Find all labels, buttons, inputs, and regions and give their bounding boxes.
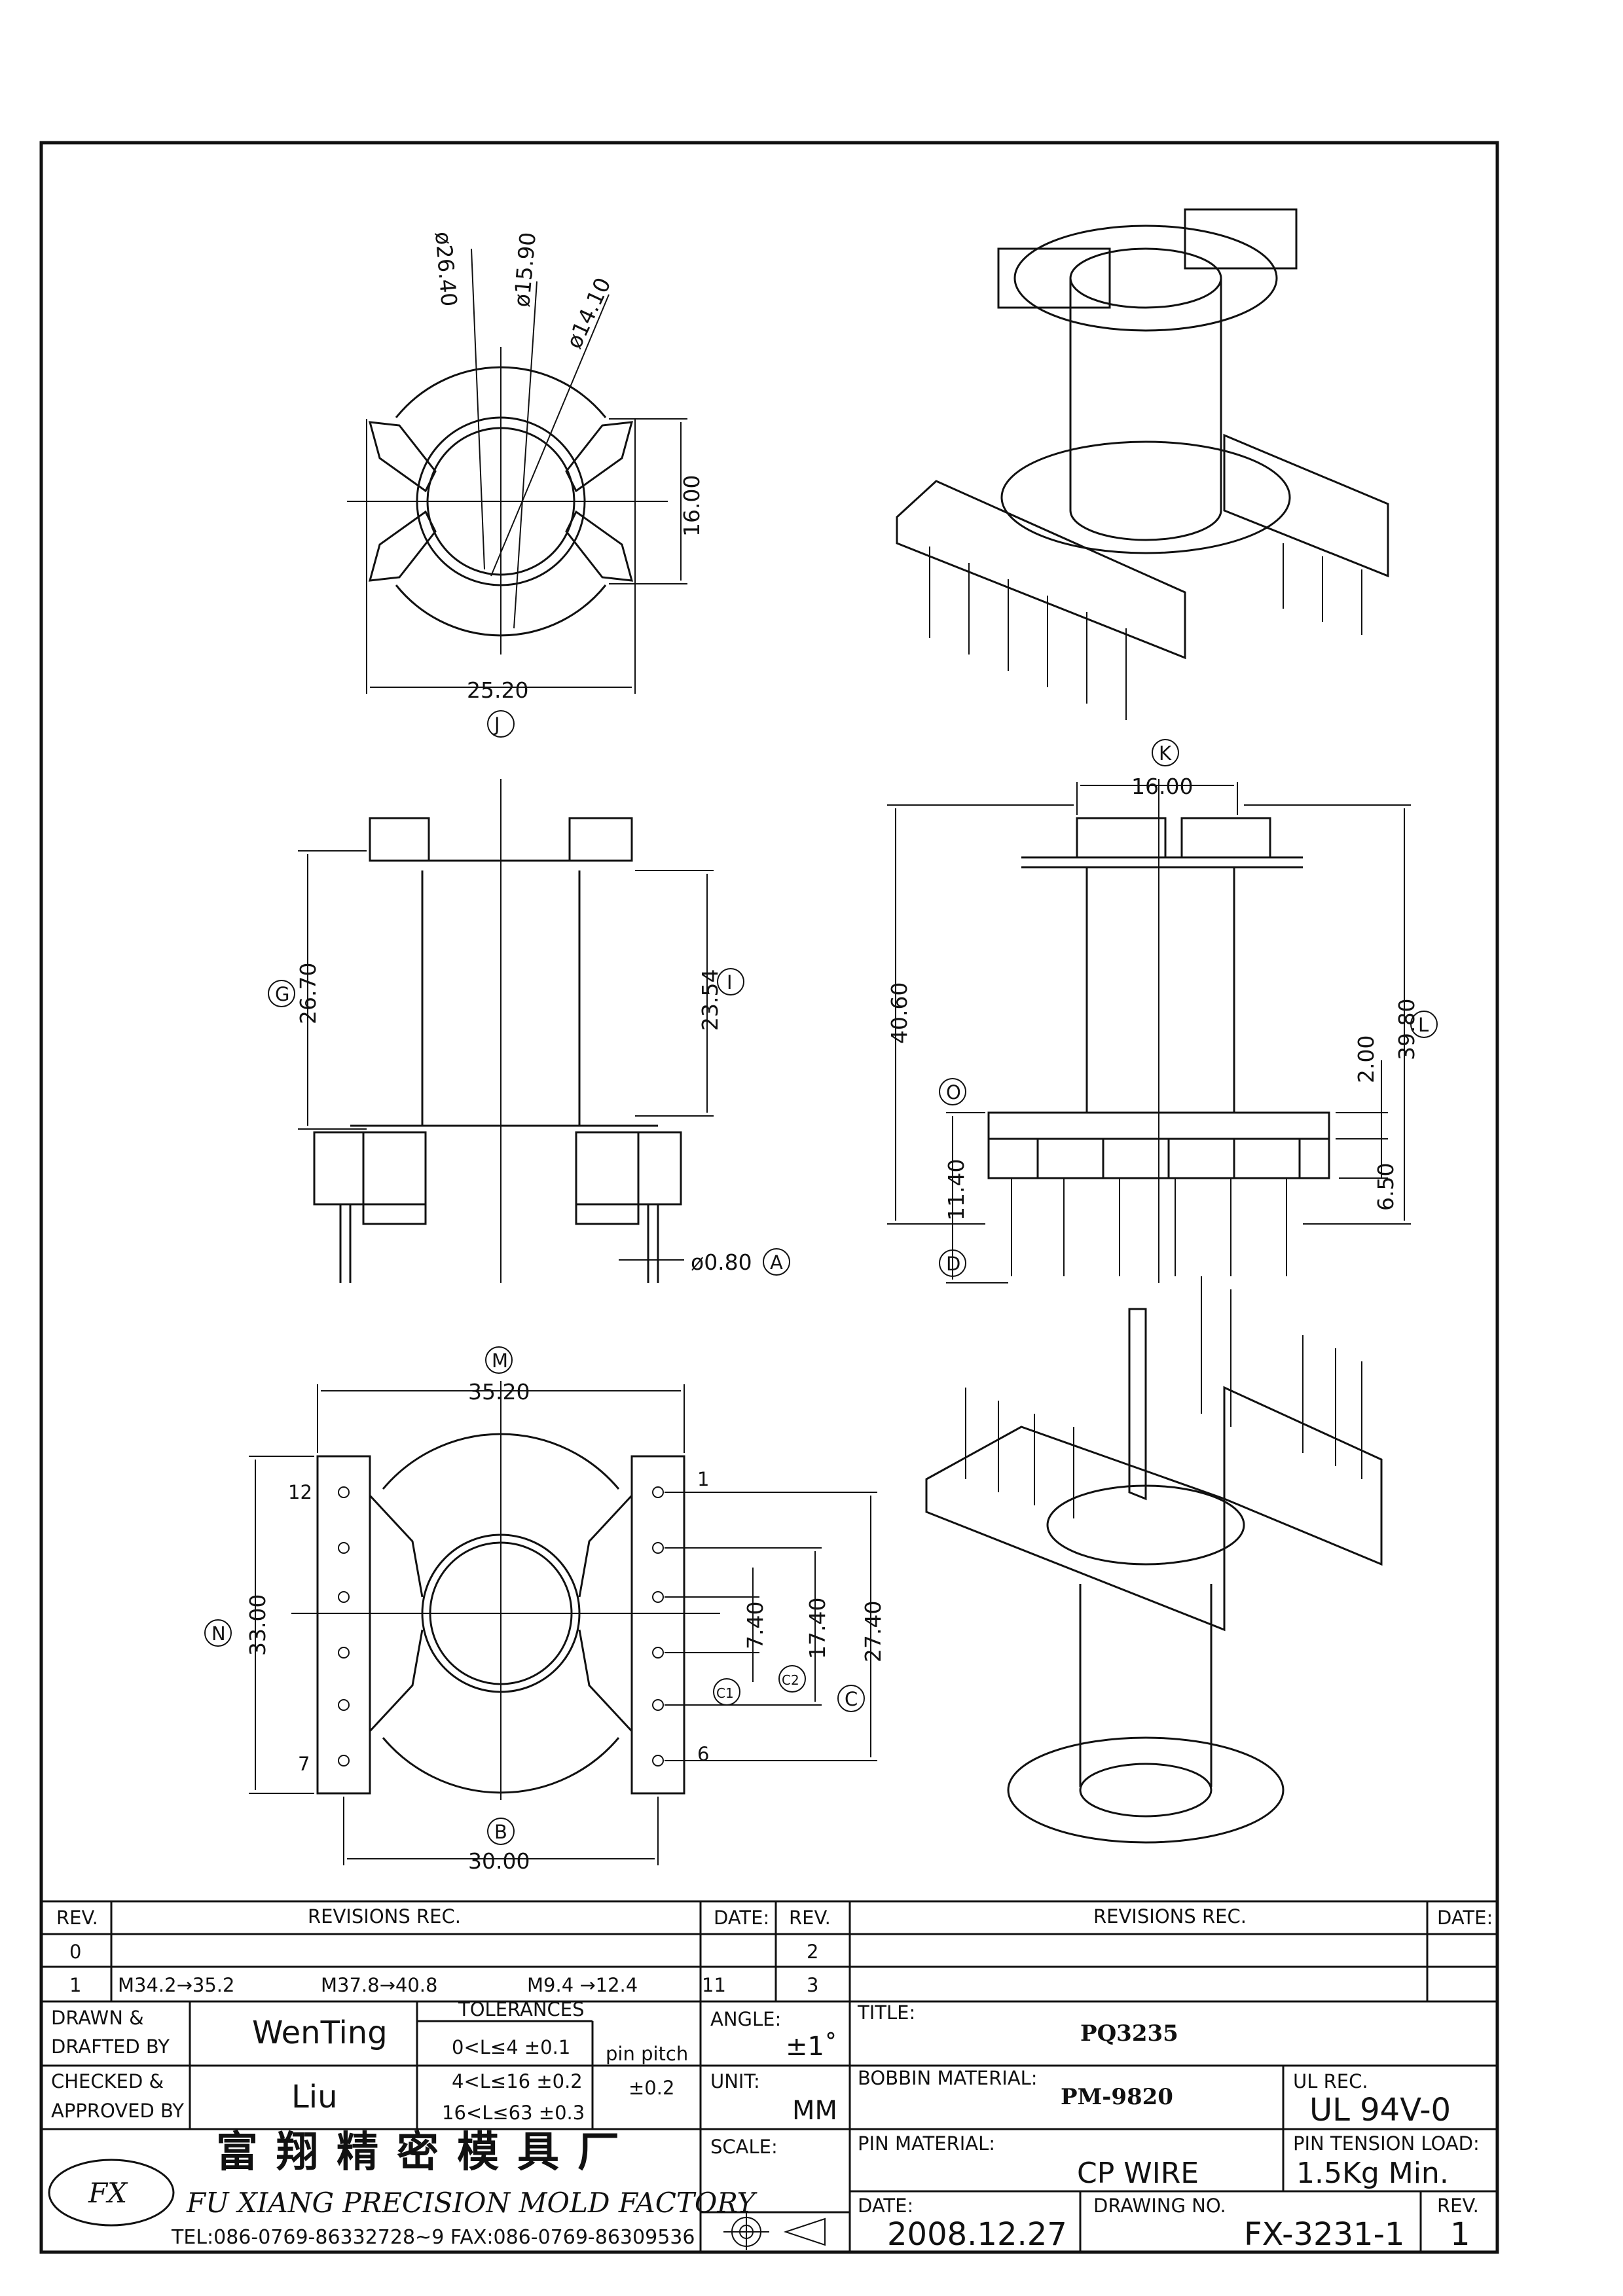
pin-tension-value: 1.5Kg Min. <box>1296 2157 1449 2190</box>
tolerance-3: 16<L≤63 ±0.3 <box>442 2102 585 2124</box>
side-view: 26.70 G 23.54 I ø0.80 A <box>268 779 790 1283</box>
logo-text: FX <box>88 2177 128 2209</box>
drawing-no-value: FX-3231-1 <box>1244 2216 1404 2253</box>
label-g: G <box>275 983 289 1005</box>
label-c: C <box>845 1688 858 1710</box>
label-j: J <box>493 713 500 736</box>
pin-12-label: 12 <box>288 1481 312 1503</box>
date-header-right: DATE: <box>1437 1907 1493 1929</box>
angle-value: ±1˚ <box>786 2032 837 2062</box>
width-16-label: 16.00 <box>1131 774 1193 799</box>
base-11-label: 11.40 <box>943 1159 969 1221</box>
iso-view-bottom <box>925 1276 1383 1844</box>
iso-view-top <box>896 208 1389 720</box>
label-b: B <box>494 1821 507 1843</box>
unit-value: MM <box>792 2096 837 2126</box>
date-row-1: 11 <box>702 1974 726 1996</box>
company-tel: TEL:086-0769-86332728~9 FAX:086-0769-863… <box>171 2226 695 2249</box>
title-block: REV. REVISIONS REC. DATE: REV. REVISIONS… <box>41 1900 1497 2253</box>
right-39-label: 39.80 <box>1394 999 1419 1060</box>
rec-header-left: REVISIONS REC. <box>308 1905 461 1928</box>
width-35-label: 35.20 <box>468 1379 530 1405</box>
checked-label: CHECKED & <box>51 2070 164 2092</box>
pin-pitch-value: ±0.2 <box>629 2077 674 2099</box>
pitch-17-label: 17.40 <box>805 1598 830 1659</box>
company-name-en: FU XIANG PRECISION MOLD FACTORY <box>186 2187 758 2219</box>
height-33-label: 33.00 <box>245 1594 270 1656</box>
rec-row-1-c: M9.4 →12.4 <box>527 1974 638 1996</box>
rev-header-left: REV. <box>56 1907 98 1929</box>
drawn-label: DRAWN & <box>51 2007 144 2029</box>
height-16-label: 16.00 <box>679 475 704 537</box>
drawing-border <box>39 141 1499 2254</box>
span-27-label: 27.40 <box>860 1601 886 1662</box>
label-m: M <box>492 1350 508 1372</box>
label-i: I <box>727 971 733 994</box>
flange-2-label: 2.00 <box>1353 1035 1379 1083</box>
inner-23-label: 23.54 <box>697 969 723 1031</box>
bobbin-value: PM-9820 <box>1061 2084 1173 2110</box>
pins-6-label: 6.50 <box>1373 1163 1398 1211</box>
label-n: N <box>211 1623 226 1645</box>
label-c2: C2 <box>782 1672 799 1688</box>
date-value: 2008.12.27 <box>887 2216 1067 2253</box>
label-c1: C1 <box>716 1685 734 1701</box>
height-26-label: 26.70 <box>295 963 321 1024</box>
scale-label: SCALE: <box>710 2136 778 2158</box>
label-l: L <box>1418 1014 1429 1036</box>
approved-by: Liu <box>291 2079 338 2115</box>
tolerance-1: 0<L≤4 ±0.1 <box>452 2036 570 2058</box>
label-o: O <box>946 1081 961 1103</box>
label-d: D <box>946 1253 960 1275</box>
angle-label: ANGLE: <box>710 2008 781 2030</box>
label-a: A <box>770 1251 783 1274</box>
rev-row-2: 2 <box>807 1941 818 1963</box>
rev-row-3: 3 <box>807 1974 818 1996</box>
rev-value: 1 <box>1450 2216 1470 2253</box>
pin-dia-label: ø0.80 <box>691 1249 752 1275</box>
pitch-7-label: 7.40 <box>742 1602 768 1649</box>
title-label: TITLE: <box>857 2001 915 2024</box>
pin-7-label: 7 <box>298 1753 310 1775</box>
pin-pitch-label: pin pitch <box>606 2043 688 2065</box>
total-40-label: 40.60 <box>886 982 912 1044</box>
rec-row-1-b: M37.8→40.8 <box>321 1974 437 1996</box>
dia-inner-label: ø14.10 <box>561 274 616 352</box>
top-view: ø26.40 ø15.90 ø14.10 16.00 25.20 J <box>347 230 704 738</box>
rev-row-1: 1 <box>69 1974 81 1996</box>
date-label: DATE: <box>858 2195 913 2217</box>
bobbin-label: BOBBIN MATERIAL: <box>858 2067 1038 2089</box>
date-header-left: DATE: <box>714 1907 769 1929</box>
rev-label: REV. <box>1437 2195 1479 2217</box>
dia-outer-label: ø26.40 <box>430 230 462 308</box>
pin-tension-label: PIN TENSION LOAD: <box>1293 2132 1480 2155</box>
drawn-by: WenTing <box>252 2015 388 2051</box>
drawing-no-label: DRAWING NO. <box>1093 2195 1226 2217</box>
width-25-label: 25.20 <box>467 677 528 703</box>
ul-value: UL 94V-0 <box>1309 2092 1451 2128</box>
rec-row-1-a: M34.2→35.2 <box>118 1974 234 1996</box>
front-view: 16.00 K 40.60 39.80 L 2.00 6.50 11.40 O … <box>886 739 1438 1283</box>
bottom-30-label: 30.00 <box>468 1848 530 1874</box>
approved-label: APPROVED BY <box>51 2100 184 2122</box>
rev-row-0: 0 <box>69 1941 81 1963</box>
title-value: PQ3235 <box>1080 2020 1178 2047</box>
tolerances-label: TOLERANCES <box>458 1998 585 2020</box>
pin-material-label: PIN MATERIAL: <box>858 2132 995 2155</box>
bottom-view: 35.20 M 33.00 N 7.40 17.40 27.40 C 30.00… <box>204 1346 886 1874</box>
company-logo: FX <box>48 2159 175 2227</box>
tolerance-2: 4<L≤16 ±0.2 <box>452 2070 583 2092</box>
pin-material-value: CP WIRE <box>1077 2157 1199 2190</box>
label-k: K <box>1159 742 1172 764</box>
unit-label: UNIT: <box>710 2070 760 2092</box>
company-name-cn: 富翔精密模具厂 <box>216 2128 638 2177</box>
ul-label: UL REC. <box>1293 2070 1368 2092</box>
rec-header-right: REVISIONS REC. <box>1093 1905 1247 1928</box>
pin-1-label: 1 <box>697 1468 709 1490</box>
pin-6-label: 6 <box>697 1743 709 1765</box>
rev-header-right: REV. <box>789 1907 831 1929</box>
drafted-label: DRAFTED BY <box>51 2036 170 2058</box>
